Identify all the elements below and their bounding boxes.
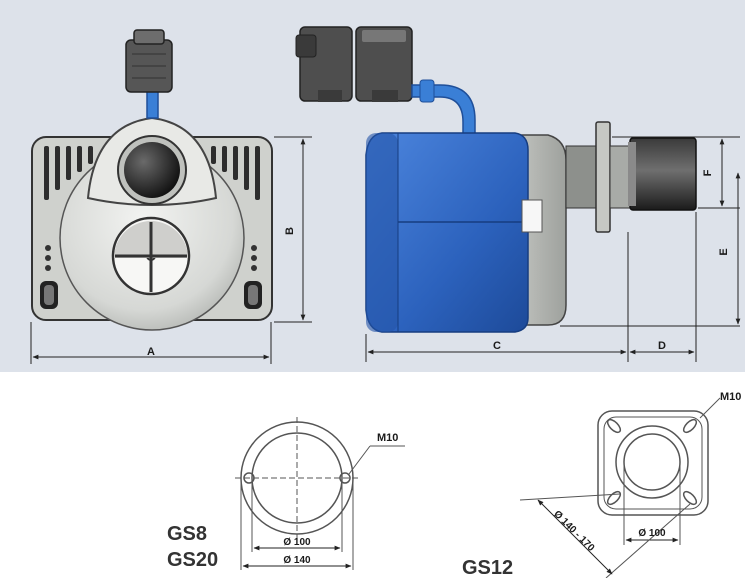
bolt-label-left: M10 [377, 432, 398, 444]
model-gs12: GS12 [462, 557, 513, 578]
side-blast-tube [629, 137, 697, 211]
outer-dia-left: Ø 140 [283, 555, 311, 566]
slot-top-right [682, 418, 698, 434]
front-vent-slots-left [44, 146, 93, 200]
square-flange-bore [615, 425, 689, 499]
slot-top-left [606, 418, 622, 434]
slot-bottom-right [682, 490, 698, 506]
bolt-label-right: M10 [720, 391, 741, 403]
model-gs20: GS20 [167, 549, 218, 571]
model-gs8: GS8 [167, 523, 207, 545]
front-blast-tube [124, 142, 180, 198]
dimension-f-e: F E [560, 136, 741, 327]
side-neck [565, 145, 597, 209]
label-d: D [658, 340, 666, 352]
front-small-knobs [45, 245, 257, 271]
slot-bottom-left [606, 490, 622, 506]
square-flange-outer [597, 410, 709, 516]
diag-dia-right: Ø 140 - 170 [551, 509, 596, 554]
flange-gs12 [519, 397, 721, 578]
front-view [31, 29, 273, 331]
label-e: E [718, 248, 730, 255]
side-view [295, 26, 697, 333]
label-c: C [493, 340, 501, 352]
label-a: A [147, 346, 155, 358]
side-flange [595, 121, 611, 233]
inner-dia-right: Ø 100 [638, 528, 666, 539]
front-vent-slots-right [211, 146, 260, 200]
dimension-d: D [629, 212, 697, 362]
side-label-plate [521, 199, 543, 233]
dimension-b: B [274, 136, 312, 323]
dimension-a: A [30, 322, 272, 364]
dimension-c: C [365, 232, 629, 362]
flange-gs8-gs20 [235, 417, 405, 570]
inner-dia-left: Ø 100 [283, 537, 311, 548]
label-f: F [702, 169, 714, 176]
label-b: B [284, 227, 296, 235]
